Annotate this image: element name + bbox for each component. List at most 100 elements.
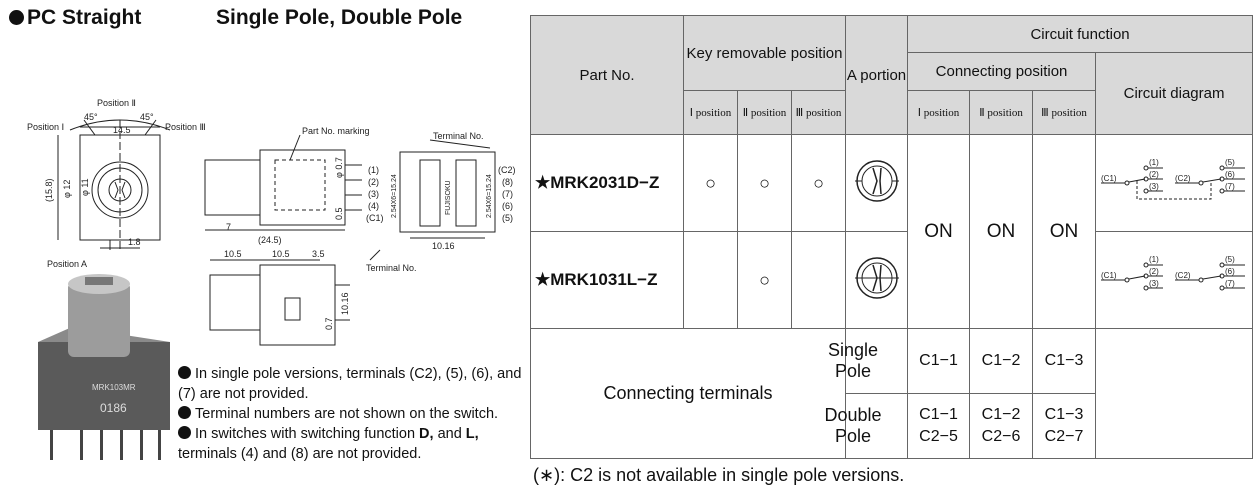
page-subtitle: Single Pole, Double Pole [216,6,463,29]
svg-text:(C2): (C2) [1175,271,1191,280]
header-key-pos-i: Ⅰ position [683,90,738,135]
photo-pin [100,430,103,460]
label-position-ii: Position Ⅱ [97,98,136,108]
photo-text-2: 0186 [100,401,127,415]
bullet-icon [178,366,191,379]
label-dim-phi07: φ 0.7 [334,157,344,178]
svg-text:(7): (7) [1225,279,1235,288]
terminal-no-leader-bottom [369,249,381,261]
bottom-view-right-slot [455,159,477,227]
header-circuit-function: Circuit function [907,15,1254,53]
notes-list: In single pole versions, terminals (C2),… [178,364,523,464]
connecting-terminals-label: Connecting terminals [529,328,847,459]
label-terminal-no-bottom: Terminal No. [366,263,417,273]
table-row: ★MRK2031D−Z ○ ○ ○ ON ON ON (C1) (1) (2) … [530,134,1254,329]
svg-text:(7): (7) [1225,182,1235,191]
svg-text:(2): (2) [1149,267,1159,276]
spec-table: Part No. Key removable position A portio… [529,15,1254,459]
svg-text:(3): (3) [1149,279,1159,288]
label-dim-10-5-a: 10.5 [224,249,242,259]
circuit-diagram-cell: (C1) (1) (2) (3) (C2) (5) (6) (7) [1095,134,1254,232]
header-connecting-position: Connecting position [907,52,1097,91]
label-fujisoku: FUJISOKU [445,180,452,215]
header-conn-pos-i: Ⅰ position [907,90,971,135]
bullet-icon [178,406,191,419]
svg-text:(5): (5) [1225,158,1235,167]
circuit-diagram-icon: (C1) (1) (2) (3) (C2) (5) (6) (7) [1101,255,1246,290]
part-no-cell: ★MRK1031L−Z [530,231,684,329]
terminal-label-c1: (C1) [366,213,384,223]
terminal-label-5: (5) [502,213,513,223]
header-key-pos-ii: Ⅱ position [737,90,792,135]
terminal-cell: C1−3 [1032,328,1097,394]
a-portion-icon [854,159,899,202]
label-angle-right: 45° [140,112,154,122]
product-photo: MRK103MR 0186 [38,274,170,460]
footnote: (∗): C2 is not available in single pole … [533,465,905,485]
lower-view-body [259,264,336,346]
svg-text:(C1): (C1) [1101,271,1117,280]
title-text: PC Straight [27,6,142,29]
lower-view-detent [284,297,301,321]
label-position-iii: Position Ⅲ [165,122,206,132]
circuit-diagram-icon: (C1) (1) (2) (3) (C2) (5) (6) (7) [1101,158,1246,199]
label-dim-phi11: φ 11 [80,178,90,196]
photo-pin [140,430,143,460]
side-view-shaft [204,159,261,216]
label-dim-15-8: (15.8) [44,178,54,202]
label-dim-10-5-b: 10.5 [272,249,290,259]
label-part-no-marking: Part No. marking [302,126,370,136]
label-dim-10-16-a: 10.16 [432,241,455,251]
terminal-cell: C1−2 [969,328,1034,394]
terminal-label-4: (4) [368,201,379,211]
header-part-no: Part No. [530,15,684,135]
front-view-shaft-slot [114,181,126,199]
circuit-diagram-empty-cell [1095,328,1254,459]
terminal-label-3: (3) [368,189,379,199]
lower-view-shaft [209,274,261,331]
key-mark-cell: ○ [737,134,792,232]
label-dim-254-right: 2.54X6=15.24 [486,174,493,218]
part-no-marking-box [274,159,326,211]
photo-pin [50,430,53,460]
double-pole-label: Double Pole [825,393,909,459]
terminal-label-2: (2) [368,177,379,187]
svg-text:(2): (2) [1149,170,1159,179]
key-mark-cell [683,231,738,329]
table-row: ★MRK1031L−Z ○ (C1) (1) (2) (3) (C2) (5) [530,231,1254,329]
table-row: Connecting terminals Single Pole C1−1 C1… [529,328,1254,459]
terminal-no-leader-top [429,139,491,149]
svg-text:(6): (6) [1225,267,1235,276]
connecting-on-cell: ON [969,134,1034,329]
photo-pin [158,430,161,460]
single-pole-label: Single Pole [828,328,909,394]
header-conn-pos-ii: Ⅱ position [969,90,1034,135]
header-circuit-diagram: Circuit diagram [1095,52,1254,135]
part-no-marking-leader [289,134,301,161]
svg-text:(1): (1) [1149,158,1159,167]
label-dim-10-16-b: 10.16 [340,292,350,315]
terminal-label-7: (7) [502,189,513,199]
side-view-body [259,149,346,226]
photo-pin [120,430,123,460]
photo-pin [80,430,83,460]
header-key-pos-iii: Ⅲ position [790,90,847,135]
label-dim-7: 7 [226,222,231,232]
label-angle-left: 45° [84,112,98,122]
a-portion-icon [854,256,899,299]
svg-text:(C1): (C1) [1101,174,1117,183]
bottom-view-left-slot [419,159,441,227]
label-dim-0-5: 0.5 [334,207,344,220]
label-dim-phi12: φ 12 [62,180,72,198]
svg-text:(6): (6) [1225,170,1235,179]
key-mark-cell: ○ [683,134,738,232]
photo-text-1: MRK103MR [92,383,136,392]
label-dim-24-5: (24.5) [258,235,282,245]
header-a-portion: A portion [845,15,909,135]
note-item: Terminal numbers are not shown on the sw… [178,404,523,424]
key-mark-cell [790,231,847,329]
circuit-diagram-cell: (C1) (1) (2) (3) (C2) (5) (6) (7) [1095,231,1254,329]
